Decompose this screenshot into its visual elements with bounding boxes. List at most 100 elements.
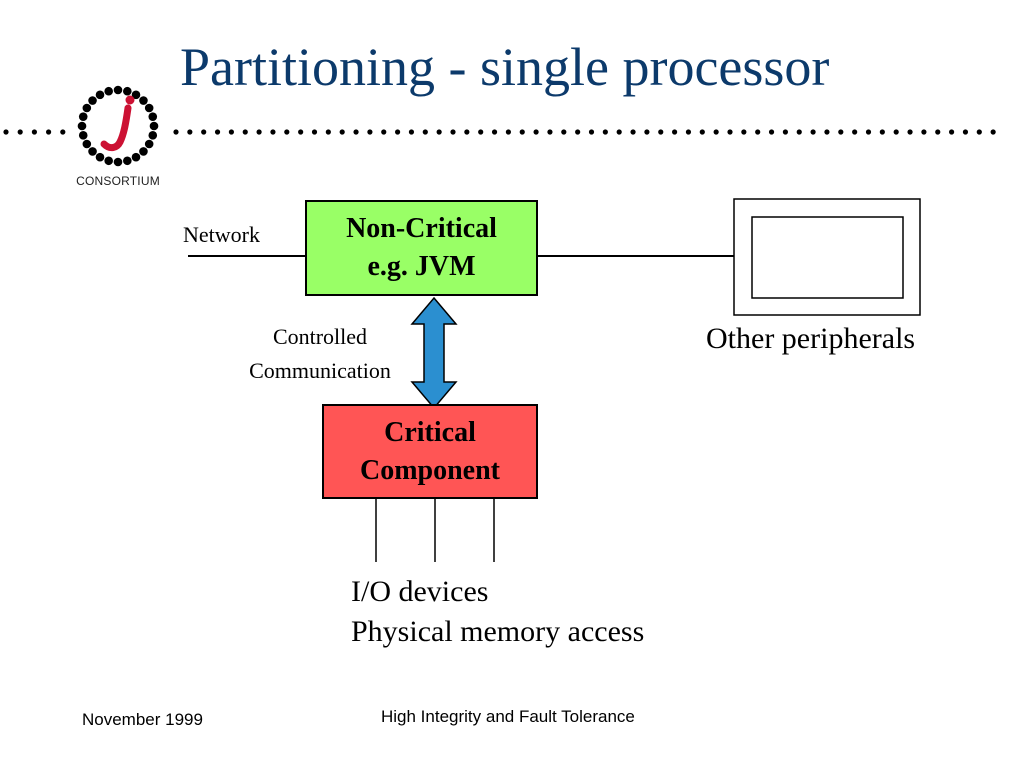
divider-dot — [173, 129, 179, 135]
divider-dot — [60, 129, 66, 135]
divider-dot — [755, 129, 761, 135]
logo-ring-dot — [95, 90, 105, 100]
divider-dot — [699, 129, 705, 135]
divider-dot — [270, 129, 276, 135]
logo-ring-dot — [139, 96, 148, 105]
divider-dot — [547, 129, 553, 135]
divider-dot — [325, 129, 331, 135]
io-label-line2: Physical memory access — [351, 615, 645, 648]
other-peripherals-label: Other peripherals — [706, 322, 916, 355]
divider-dot — [450, 129, 456, 135]
divider-dot — [436, 129, 442, 135]
divider-dot — [298, 129, 304, 135]
divider-dot — [588, 129, 595, 135]
critical-subtitle: Component — [359, 454, 500, 486]
divider-dot — [644, 129, 650, 135]
non-critical-box: Non-Critical e.g. JVM — [305, 200, 538, 296]
bidirectional-arrow-icon — [410, 296, 458, 410]
divider-dot — [658, 129, 664, 135]
divider-dot — [464, 129, 470, 135]
divider-dot — [685, 129, 692, 135]
divider-dot — [935, 129, 941, 135]
logo-ring-dot — [88, 96, 97, 105]
divider-dot — [852, 129, 858, 135]
divider-dot — [990, 129, 996, 135]
divider-dot — [353, 129, 359, 135]
divider-dot — [311, 129, 318, 135]
divider-dot — [893, 129, 899, 135]
logo-ring-dot — [131, 90, 141, 100]
network-label: Network — [183, 222, 260, 247]
divider-dot — [949, 129, 955, 135]
j-logo-ring-icon — [77, 85, 159, 167]
io-label-line1: I/O devices — [351, 575, 489, 608]
divider-dot — [713, 129, 719, 135]
logo-ring-dot — [131, 152, 141, 162]
logo-ring-dot — [113, 85, 123, 95]
divider-dot — [630, 129, 636, 135]
io-label: I/O devices Physical memory access — [351, 572, 644, 652]
divider-dot — [575, 129, 581, 135]
divider-dot — [533, 129, 539, 135]
divider-dot — [408, 129, 415, 135]
divider-dot — [395, 129, 401, 135]
divider-dot — [602, 129, 608, 135]
divider-dot — [214, 129, 221, 135]
logo-ring-dot — [82, 139, 92, 149]
divider-dot — [616, 129, 622, 135]
divider-dot — [519, 129, 525, 135]
divider-dot — [741, 129, 747, 135]
logo-ring-dot — [148, 112, 158, 121]
logo-ring-dot — [148, 131, 158, 140]
divider-dot — [491, 129, 498, 135]
logo-ring-dot — [88, 147, 97, 156]
controlled-label-line2: Communication — [249, 358, 391, 383]
logo-ring-dot — [95, 152, 105, 162]
critical-component-box: Critical Component — [322, 404, 538, 499]
divider-dot — [256, 129, 262, 135]
critical-title: Critical — [384, 416, 476, 448]
divider-dot — [422, 129, 428, 135]
divider-dot — [17, 129, 23, 135]
non-critical-subtitle: e.g. JVM — [367, 251, 476, 282]
logo-ring-dot — [113, 157, 123, 167]
divider-dot — [824, 129, 830, 135]
controlled-communication-label: Controlled Communication — [224, 320, 416, 388]
divider-dot — [962, 129, 969, 135]
logo-ring-dot — [123, 86, 132, 96]
divider-dot — [907, 129, 913, 135]
logo-text: CONSORTIUM — [76, 174, 160, 188]
divider-dot — [921, 129, 927, 135]
divider-dot — [31, 129, 37, 135]
divider-dot — [478, 129, 484, 135]
logo-ring-dot — [104, 156, 113, 166]
divider-dot — [284, 129, 290, 135]
divider-dot — [381, 129, 387, 135]
divider-dot — [768, 129, 775, 135]
divider-dot — [976, 129, 982, 135]
divider-dot — [228, 129, 234, 135]
logo-ring-dot — [77, 121, 87, 131]
peripheral-inner-screen — [751, 216, 904, 299]
divider-dot — [561, 129, 567, 135]
logo-ring-dot — [78, 112, 88, 121]
divider-dot — [727, 129, 733, 135]
divider-dot — [796, 129, 802, 135]
divider-dot — [865, 129, 872, 135]
divider-dot — [838, 129, 844, 135]
divider-dot — [782, 129, 789, 135]
divider-dot — [367, 129, 373, 135]
divider-dot — [242, 129, 248, 135]
divider-dot — [46, 129, 52, 135]
logo-ring-dot — [82, 103, 92, 113]
logo-ring-dot — [149, 121, 159, 131]
non-critical-title: Non-Critical — [346, 213, 497, 244]
divider-dot — [339, 129, 345, 135]
footer-title: High Integrity and Fault Tolerance — [381, 707, 635, 726]
divider-dot — [505, 129, 511, 135]
logo-ring-dot — [78, 131, 88, 140]
slide-title: Partitioning - single processor — [180, 37, 830, 97]
divider-dot — [879, 129, 885, 135]
footer-date: November 1999 — [82, 710, 203, 729]
